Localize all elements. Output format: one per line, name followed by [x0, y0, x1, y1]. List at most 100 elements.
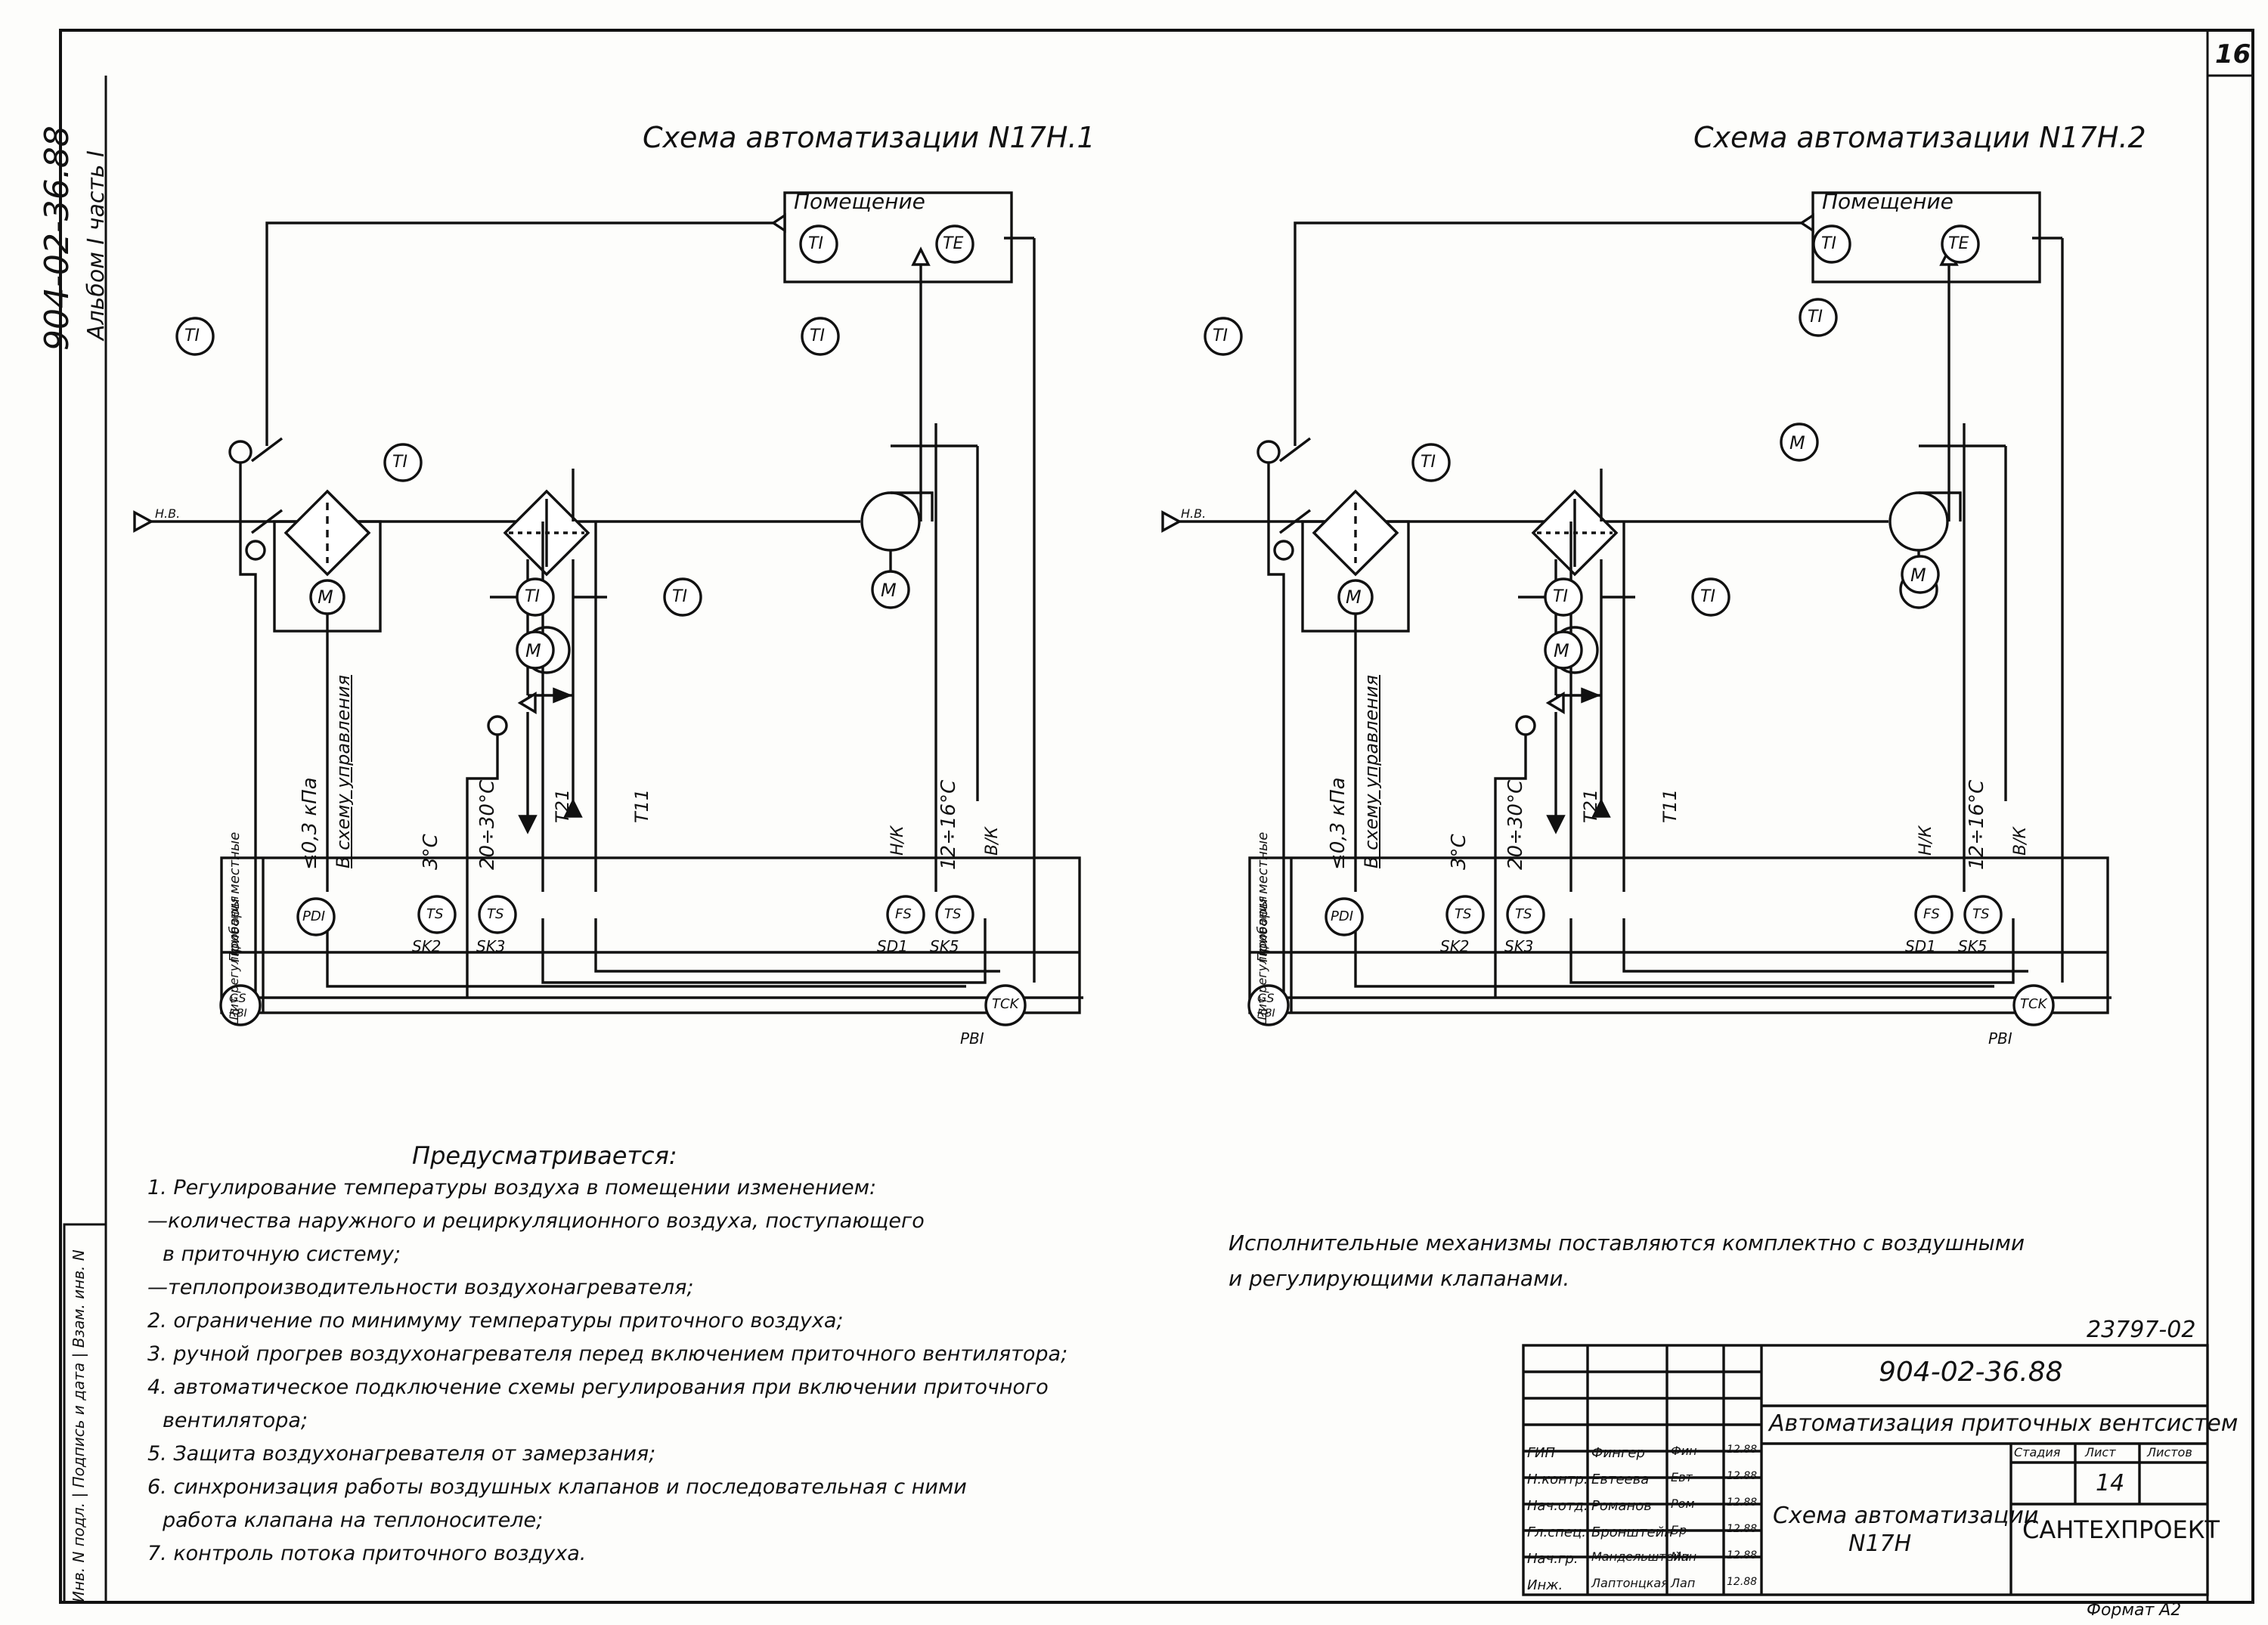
note-line: —теплопроизводительности воздухонагреват… [147, 1276, 694, 1299]
sd1-label: SD1 [1905, 937, 1936, 955]
ti-label: TI [1821, 234, 1836, 253]
nk-label: Н/К [1916, 825, 1935, 856]
staff-name: Фингер [1591, 1445, 1645, 1461]
scheme-17h1 [133, 191, 1085, 1014]
ti-label: TI [184, 327, 200, 345]
fs-label: FS [895, 906, 912, 922]
sheet-border [59, 29, 2254, 1604]
t3-label: 3°С [1448, 834, 1470, 870]
pdi-label: PDI [1331, 908, 1354, 924]
ti-label: TI [1213, 327, 1228, 345]
sk3-label: SK3 [1504, 937, 1534, 955]
note-line: —количества наружного и рециркуляционног… [147, 1209, 925, 1233]
margin-strip-text: Инв. N подл. | Подпись и дата | Взам. ин… [70, 1249, 88, 1602]
scheme-17h2 [1161, 191, 2113, 1014]
gs-label: GS [229, 991, 246, 1005]
staff-date: 12.88 [1727, 1444, 1758, 1456]
note-line: 5. Защита воздухонагревателя от замерзан… [147, 1442, 656, 1466]
side-album: Альбом I часть I [83, 150, 110, 340]
sheet-number: 16 [2215, 39, 2251, 70]
t1216-label: 12÷16°С [1966, 779, 1988, 870]
t2030-label: 20÷30°С [476, 779, 499, 870]
note-line: 3. ручной прогрев воздухонагревателя пер… [147, 1342, 1068, 1366]
control-label: В схему управления [1361, 674, 1382, 868]
motor-label: M [881, 580, 897, 601]
staff-role: Нач.отд. [1527, 1498, 1588, 1514]
ti-label: TI [392, 453, 407, 472]
note-line: в приточную систему; [163, 1243, 401, 1266]
inlet-1-label: Н.В. [155, 506, 181, 521]
ts-label: TS [1972, 906, 1990, 922]
ti-label: TI [525, 587, 540, 606]
sk5-label: SK5 [930, 937, 959, 955]
ti-label: TI [672, 587, 687, 606]
staff-role: ГИП [1527, 1445, 1556, 1461]
staff-date: 12.88 [1727, 1523, 1758, 1535]
sk2-label: SK2 [412, 937, 442, 955]
row-board-label: Щит регулирования [1255, 896, 1269, 1025]
sheet-format: Формат А2 [2087, 1601, 2182, 1620]
ti-label: TI [1808, 308, 1823, 327]
pressure-label: ≤0,3 кПа [299, 777, 321, 870]
tck-label: TCK [992, 996, 1019, 1012]
note-line: вентилятора; [163, 1409, 308, 1432]
staff-sign: Бр [1671, 1523, 1687, 1537]
pressure-label: ≤0,3 кПа [1327, 777, 1349, 870]
title-code: 904-02-36.88 [1879, 1357, 2063, 1388]
motor-label: M [318, 587, 333, 608]
t1216-label: 12÷16°С [937, 779, 960, 870]
ts-label: TS [944, 906, 962, 922]
staff-sign: Ром [1671, 1497, 1695, 1511]
notes-heading: Предусматривается: [412, 1141, 677, 1170]
title-org: САНТЕХПРОЕКТ [2022, 1515, 2220, 1544]
note-line: 6. синхронизация работы воздушных клапан… [147, 1475, 967, 1499]
staff-date: 12.88 [1727, 1497, 1758, 1509]
staff-date: 12.88 [1727, 1549, 1758, 1562]
ts-label: TS [426, 906, 444, 922]
right-note-line-2: и регулирующими клапанами. [1228, 1266, 1570, 1291]
ts-label: TS [487, 906, 504, 922]
title-sheet: Лист [2085, 1445, 2116, 1459]
ti-label: TI [1700, 587, 1715, 606]
staff-sign: Лап [1671, 1576, 1696, 1590]
staff-date: 12.88 [1727, 1470, 1758, 1482]
kbi-label: КВI [1257, 1008, 1275, 1020]
vk-label: В/К [2011, 826, 2030, 856]
room-2-label: Помещение [1822, 189, 1954, 214]
inlet-2-label: Н.В. [1181, 506, 1207, 521]
vk-label: В/К [983, 826, 1002, 856]
motor-label: M [525, 640, 541, 661]
staff-role: Н.контр. [1527, 1472, 1588, 1487]
room-1-label: Помещение [794, 189, 925, 214]
note-line: 7. контроль потока приточного воздуха. [147, 1542, 587, 1565]
motor-label: M [1910, 565, 1926, 586]
motor-label: M [1789, 432, 1805, 453]
side-code: 904-02-36.88 [38, 125, 76, 351]
t21-label: T21 [1580, 788, 1601, 823]
te-label: TE [943, 234, 964, 253]
pbi-label: PBI [1988, 1029, 2012, 1048]
sk3-label: SK3 [476, 937, 506, 955]
title-stage: Стадия [2014, 1445, 2061, 1459]
title-sheet-no: 14 [2096, 1470, 2125, 1497]
staff-role: Нач.гр. [1527, 1551, 1579, 1567]
staff-name: Мандельштейн [1591, 1549, 1690, 1564]
pbi-label: PBI [960, 1029, 984, 1048]
staff-sign: Евт [1671, 1470, 1693, 1484]
t2030-label: 20÷30°С [1504, 779, 1527, 870]
sk2-label: SK2 [1440, 937, 1470, 955]
title-subject: Автоматизация приточных вентсистем [1769, 1410, 2239, 1437]
gs-label: GS [1257, 991, 1275, 1005]
scheme-1-title: Схема автоматизации N17H.1 [643, 121, 1095, 154]
scheme-2-title: Схема автоматизации N17H.2 [1693, 121, 2146, 154]
fs-label: FS [1923, 906, 1940, 922]
staff-name: Лаптонцкая [1591, 1576, 1668, 1590]
stamp-number: 23797-02 [2087, 1317, 2196, 1343]
t3-label: 3°С [420, 834, 442, 870]
motor-label: M [1554, 640, 1569, 661]
note-line: 1. Регулирование температуры воздуха в п… [147, 1176, 877, 1199]
title-block-grid [1522, 1344, 2209, 1596]
staff-name: Романов [1591, 1498, 1652, 1514]
control-label: В схему управления [333, 674, 354, 868]
